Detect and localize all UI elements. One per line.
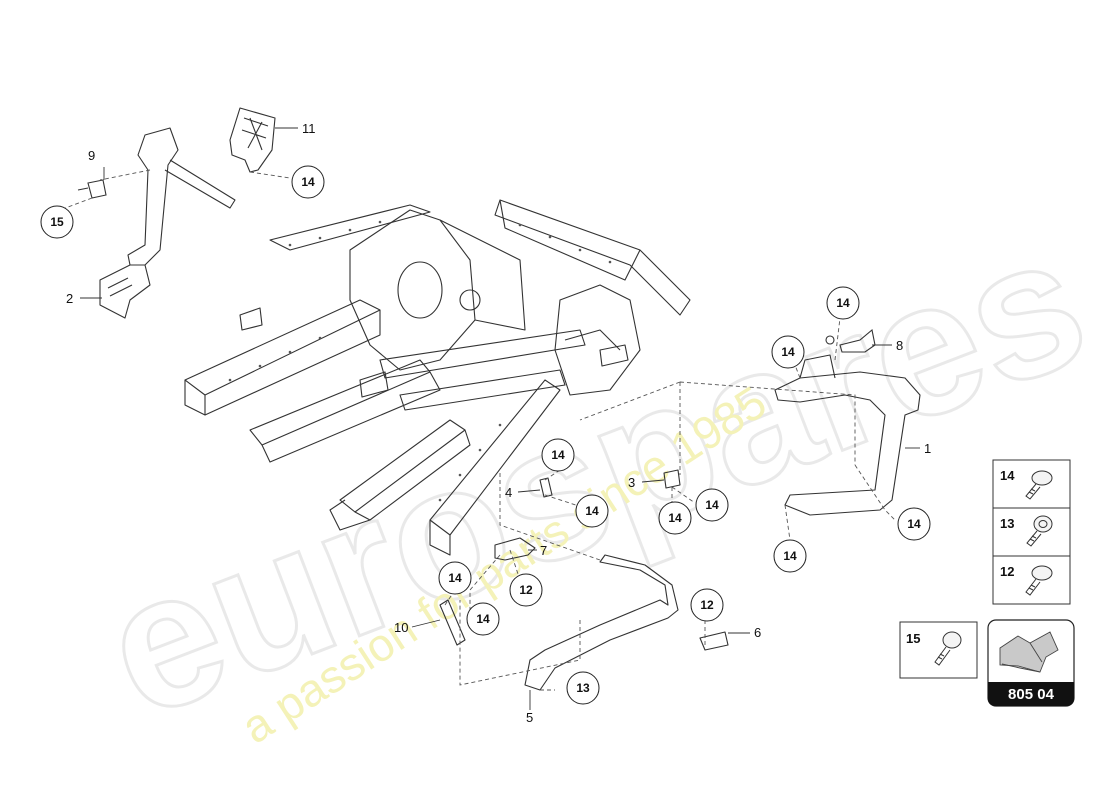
legend-row-13: 13	[1000, 515, 1053, 547]
legend-number-15: 15	[906, 631, 920, 646]
legend-number-13: 13	[1000, 516, 1014, 531]
circled-callouts: 15 14 14 14 14 14 14 14	[40, 165, 931, 705]
callout-13-part5: 13	[566, 671, 600, 705]
svg-text:14: 14	[476, 612, 490, 626]
callout-14-right-mid: 14	[771, 335, 805, 369]
flat-head-bolt-icon	[1025, 470, 1053, 500]
svg-text:14: 14	[781, 345, 795, 359]
label-1: 1	[924, 441, 931, 456]
svg-text:14: 14	[448, 571, 462, 585]
callout-14-top: 14	[291, 165, 325, 199]
svg-text:14: 14	[836, 296, 850, 310]
callout-12-part6: 12	[690, 588, 724, 622]
svg-text:13: 13	[576, 681, 590, 695]
arrow-icon	[999, 631, 1059, 673]
chassis-frame-drawing	[184, 199, 691, 556]
svg-text:14: 14	[668, 511, 682, 525]
legend-row-12: 12	[1000, 564, 1053, 596]
callout-14-part10-upper: 14	[438, 561, 472, 595]
small-parts-drawing	[439, 469, 729, 691]
callout-14-part3-b: 14	[695, 488, 729, 522]
label-10: 10	[394, 620, 408, 635]
svg-text:12: 12	[519, 583, 533, 597]
part-11-plate-drawing	[229, 107, 276, 173]
svg-text:14: 14	[783, 549, 797, 563]
callout-14-part10-lower: 14	[466, 602, 500, 636]
legend-frame-15	[899, 621, 978, 679]
part-1-bracket-drawing	[774, 354, 921, 516]
label-3: 3	[628, 475, 635, 490]
callout-14-part1-right: 14	[897, 507, 931, 541]
callout-12-part7: 12	[509, 573, 543, 607]
svg-text:14: 14	[301, 175, 315, 189]
svg-text:14: 14	[705, 498, 719, 512]
svg-text:14: 14	[585, 504, 599, 518]
part-9-clip-drawing	[77, 179, 107, 199]
legend-row-14: 14	[1000, 468, 1053, 500]
button-head-bolt-icon	[934, 631, 962, 666]
label-5: 5	[526, 710, 533, 725]
label-2: 2	[66, 291, 73, 306]
svg-text:14: 14	[907, 517, 921, 531]
label-9: 9	[88, 148, 95, 163]
label-8: 8	[896, 338, 903, 353]
callout-14-right-upper: 14	[826, 286, 860, 320]
part-7-bracket	[494, 537, 536, 561]
callout-14-part1-left: 14	[773, 539, 807, 573]
part-labels: 9 11 2 8 1 3 4 7 10 5 6	[66, 121, 931, 725]
part-10-stay	[439, 599, 466, 646]
svg-text:14: 14	[551, 448, 565, 462]
svg-text:15: 15	[50, 215, 64, 229]
svg-text:12: 12	[700, 598, 714, 612]
part-3-clip	[663, 469, 681, 489]
label-7: 7	[540, 543, 547, 558]
part-4-clip	[539, 477, 553, 498]
diagram-code: 805 04	[1008, 686, 1055, 703]
legend-number-14: 14	[1000, 468, 1015, 483]
part-2-bracket-drawing	[99, 127, 236, 319]
legend-frame	[992, 459, 1071, 605]
callout-15-upper-left: 15	[40, 205, 74, 239]
label-11: 11	[302, 121, 316, 136]
label-4: 4	[505, 485, 512, 500]
legend-row-15: 15	[906, 631, 962, 666]
diagram-code-card: 805 04	[987, 619, 1075, 707]
label-6: 6	[754, 625, 761, 640]
label-leaders	[80, 127, 920, 710]
callout-14-part3-a: 14	[658, 501, 692, 535]
part-6-clip	[699, 631, 729, 651]
fastener-legend: 14 13 12	[899, 459, 1075, 707]
callout-14-center-4: 14	[541, 438, 575, 472]
part-5-rail	[524, 554, 679, 691]
callout-14-center-4b: 14	[575, 494, 609, 528]
round-head-bolt-icon	[1025, 565, 1053, 596]
legend-number-12: 12	[1000, 564, 1014, 579]
flange-bolt-icon	[1026, 515, 1053, 547]
